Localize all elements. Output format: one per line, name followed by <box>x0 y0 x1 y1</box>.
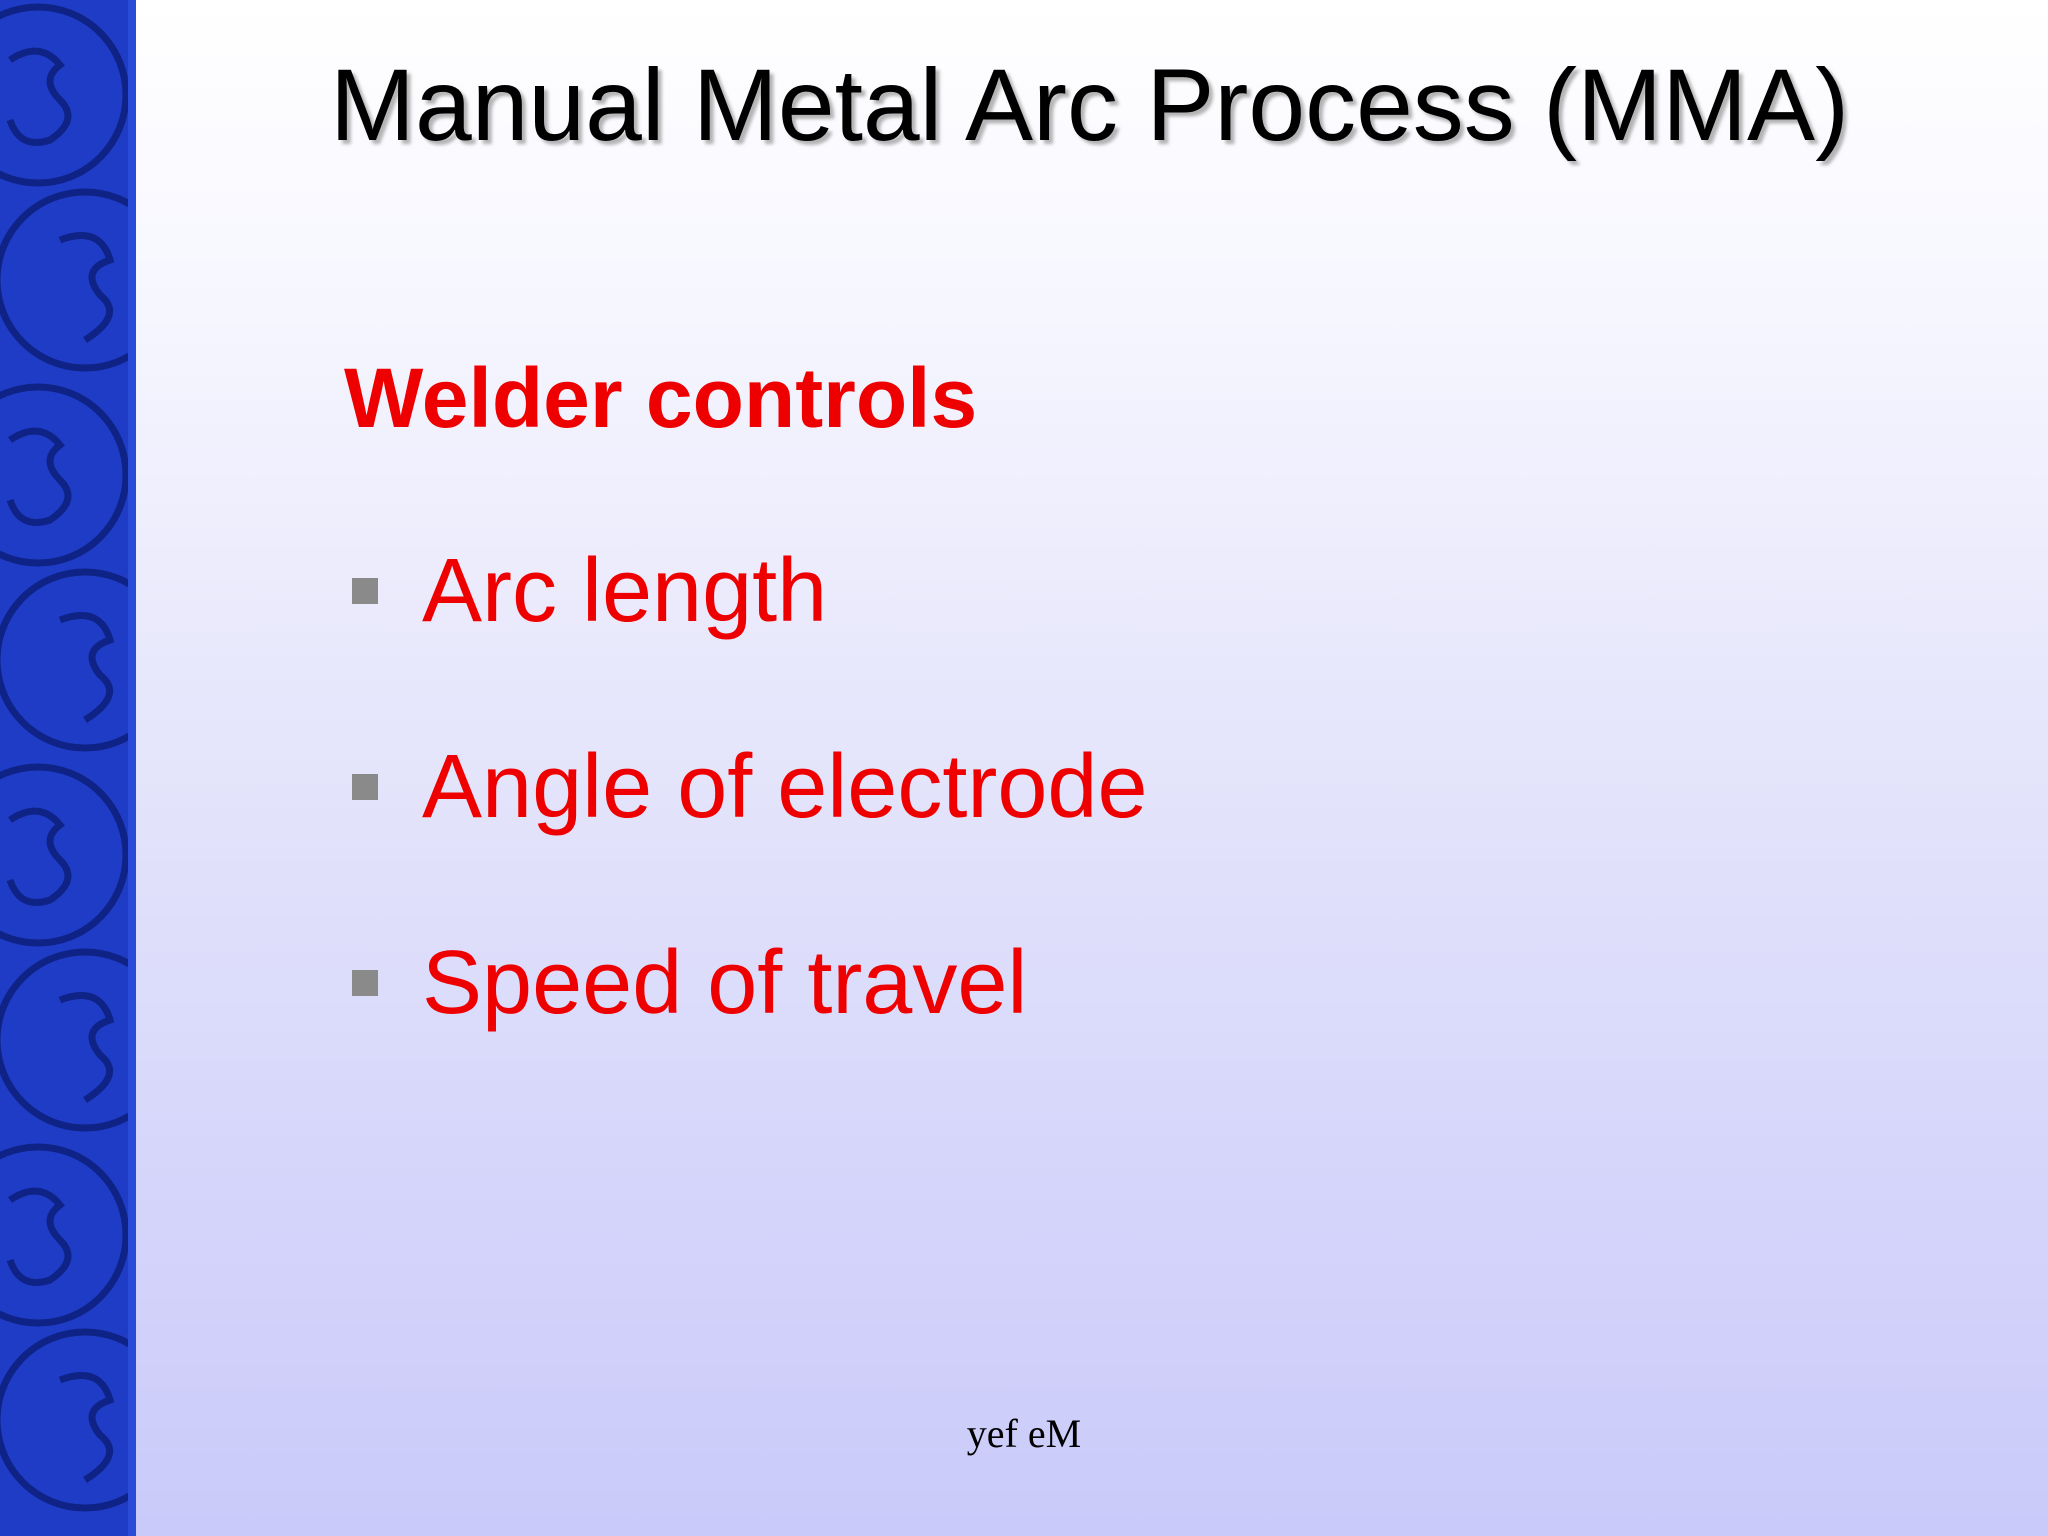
bullet-text: Speed of travel <box>422 932 1028 1033</box>
square-bullet-icon <box>352 774 378 800</box>
square-bullet-icon <box>352 970 378 996</box>
decorative-side-band <box>0 0 136 1536</box>
bullet-text: Arc length <box>422 540 828 641</box>
bullet-item: Arc length <box>352 536 827 646</box>
bullet-item: Angle of electrode <box>352 732 1148 842</box>
bullet-text: Angle of electrode <box>422 736 1148 837</box>
swirl-pattern-icon <box>0 0 136 1536</box>
bullet-item: Speed of travel <box>352 928 1027 1038</box>
slide-footer: yef eM <box>966 1411 1082 1456</box>
slide-title: Manual Metal Arc Process (MMA) <box>330 48 1850 162</box>
section-heading: Welder controls <box>344 351 978 445</box>
square-bullet-icon <box>352 578 378 604</box>
